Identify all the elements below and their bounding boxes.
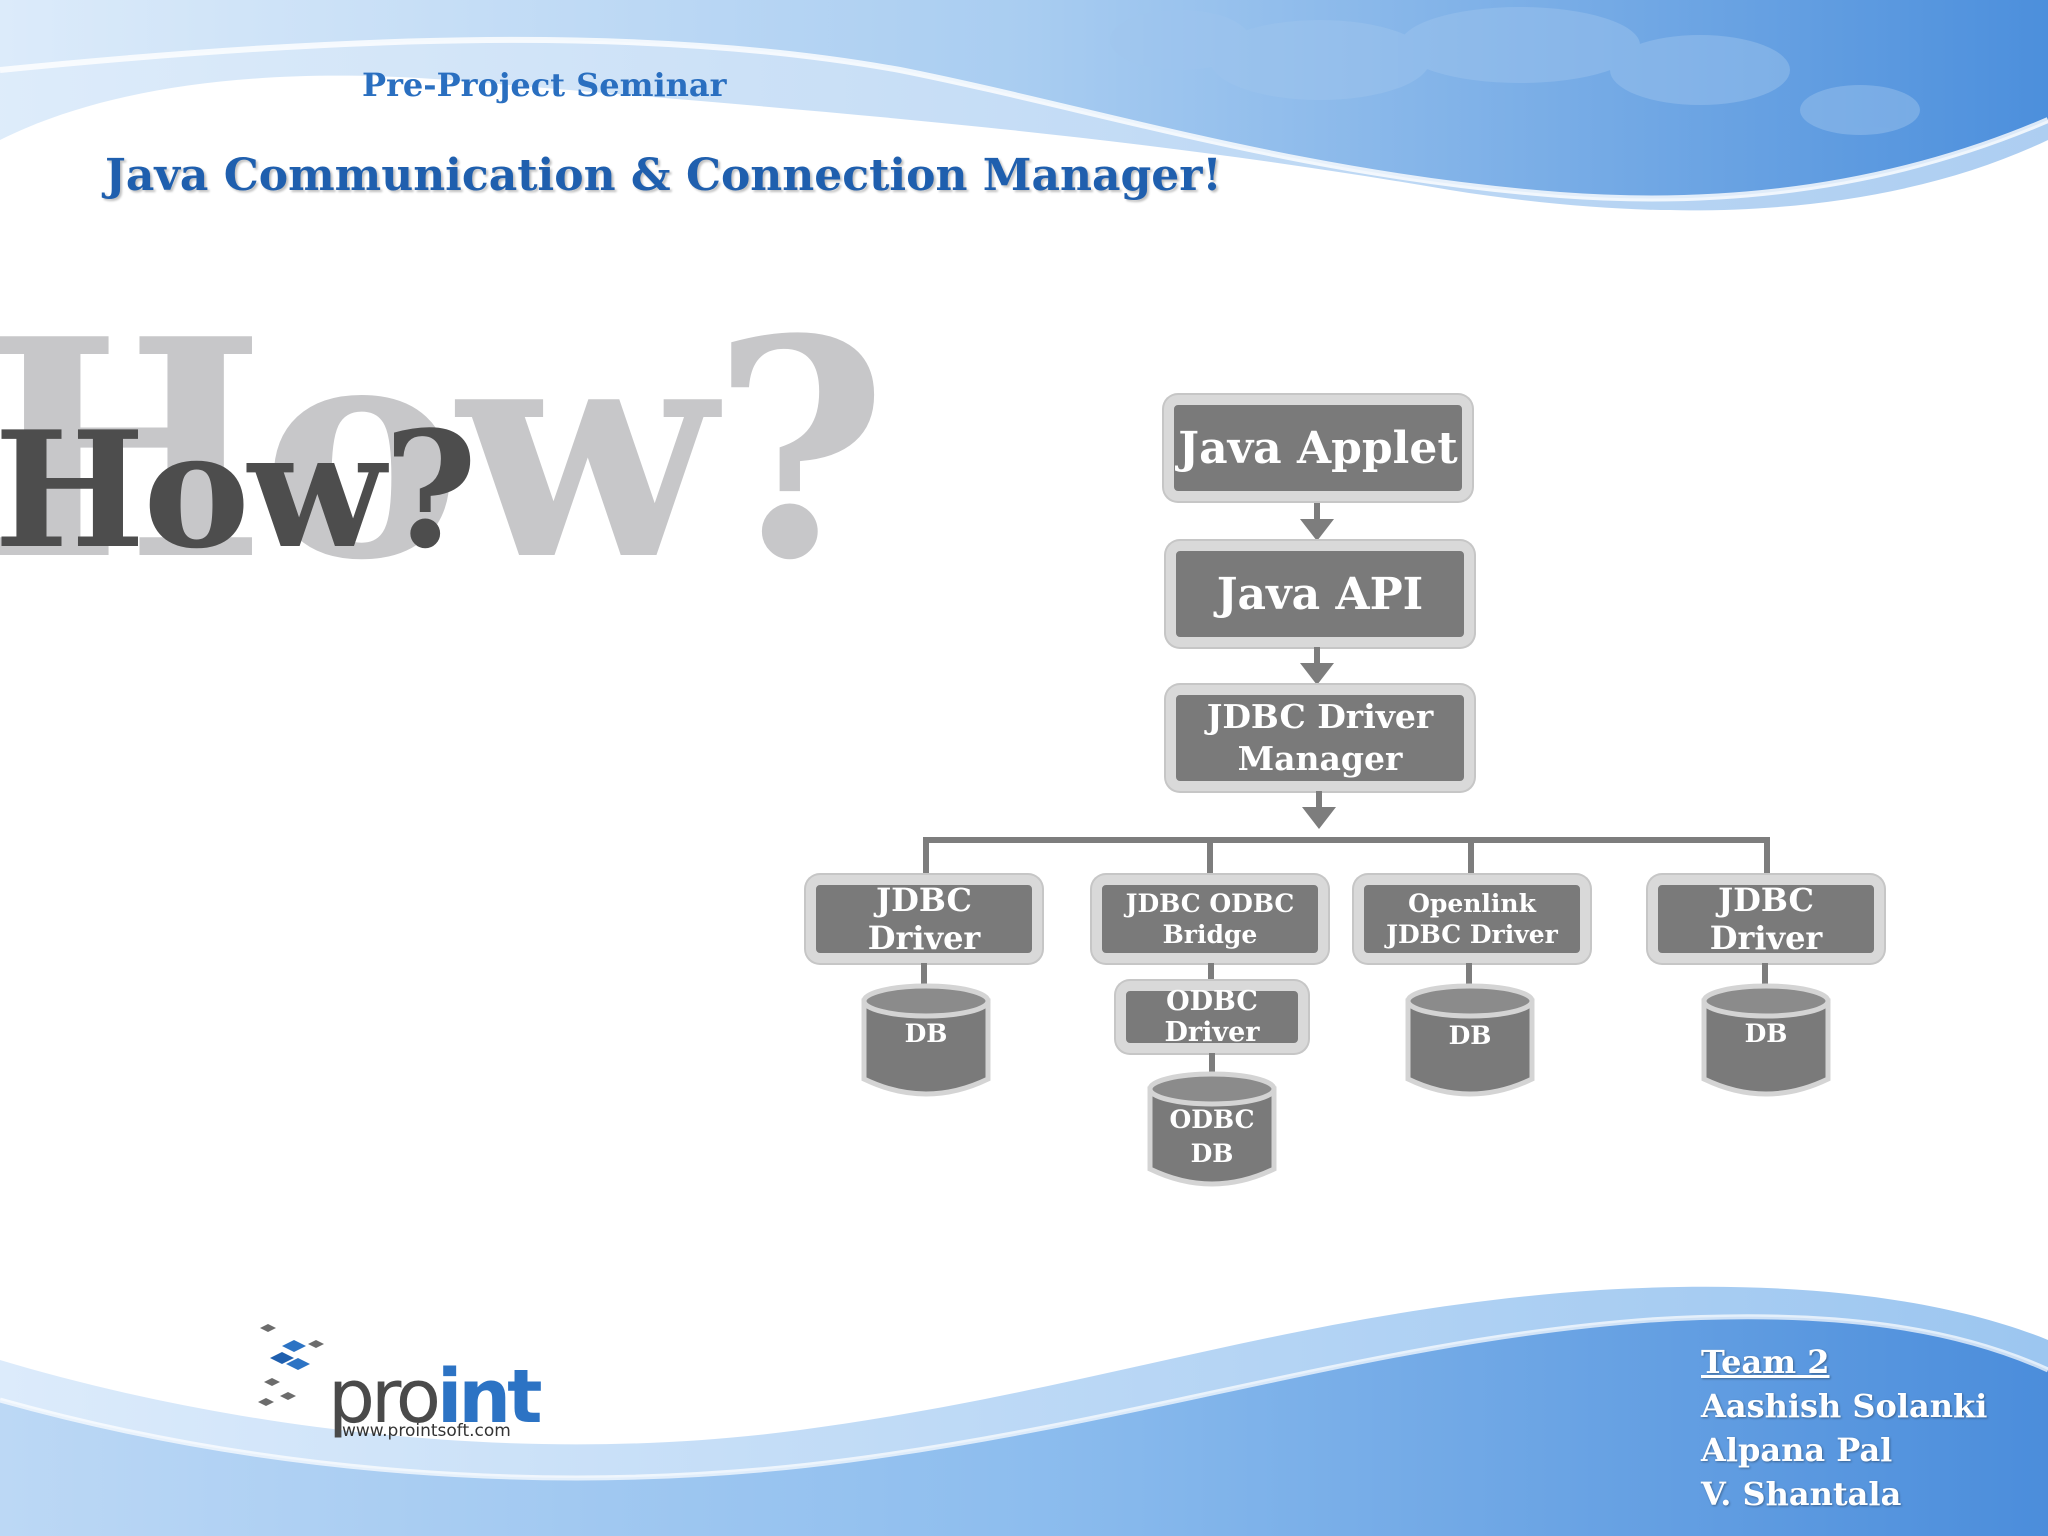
connector-odbc-db [1209, 1053, 1215, 1075]
team-heading: Team 2 [1701, 1343, 1830, 1381]
connector-driver1-db [921, 963, 927, 989]
odbc-db-label-line1: ODBC [1169, 1105, 1255, 1134]
how-heading: How? [0, 396, 477, 584]
team-info: Team 2 Aashish Solanki Alpana Pal V. Sha… [1701, 1340, 1987, 1516]
driver-manager-label-line2: Manager [1237, 739, 1403, 778]
logo-pro-text: pro [328, 1354, 441, 1440]
driver-label-line2: Bridge [1162, 920, 1258, 949]
odbc-driver-box: ODBC Driver [1116, 981, 1308, 1053]
database-icon [1147, 1071, 1277, 1187]
database-icon [1405, 983, 1535, 1097]
bus-drop-2 [1207, 837, 1213, 873]
database-cylinder-2: DB [1404, 983, 1536, 1103]
jdbc-driver-box-1: JDBC Driver [806, 875, 1042, 963]
proint-logo: proint www.prointsoft.com [258, 1318, 542, 1448]
how-watermark: How? [0, 273, 888, 626]
db-label: DB [1744, 1019, 1788, 1048]
bus-drop-4 [1764, 837, 1770, 873]
team-member: Aashish Solanki [1701, 1387, 1988, 1425]
connector-api-manager [1314, 647, 1320, 665]
logo-int-text: int [437, 1354, 542, 1440]
slide-title: Java Communication & Connection Manager! [105, 150, 1222, 201]
odbc-database-cylinder: ODBC DB [1146, 1071, 1278, 1193]
bus-drop-1 [923, 837, 929, 873]
connector-manager-bus [1316, 791, 1322, 809]
jdbc-odbc-bridge-box: JDBC ODBC Bridge [1092, 875, 1328, 963]
openlink-jdbc-driver-box: Openlink JDBC Driver [1354, 875, 1590, 963]
database-icon [1701, 983, 1831, 1097]
team-member: V. Shantala [1701, 1475, 1902, 1513]
logo-url: www.prointsoft.com [342, 1421, 511, 1441]
driver-label: JDBC Driver [867, 881, 981, 957]
arrow-down-icon [1302, 807, 1336, 829]
logo-mark-icon [258, 1324, 324, 1406]
jdbc-driver-box-4: JDBC Driver [1648, 875, 1884, 963]
connector-applet-api [1314, 503, 1320, 521]
driver-label-line1: Openlink [1408, 889, 1536, 918]
logo-wordmark: proint [328, 1360, 542, 1434]
java-api-label: Java API [1216, 568, 1424, 620]
connector-openlink-db [1466, 963, 1472, 989]
java-api-box: Java API [1166, 541, 1474, 647]
driver-label: JDBC Driver [1709, 881, 1823, 957]
java-applet-box: Java Applet [1164, 395, 1472, 501]
db-label: DB [1448, 1021, 1492, 1050]
db-label: DB [904, 1019, 948, 1048]
jdbc-driver-manager-box: JDBC Driver Manager [1166, 685, 1474, 791]
arrow-down-icon [1300, 519, 1334, 541]
bus-drop-3 [1468, 837, 1474, 873]
database-cylinder-1: DB [860, 983, 992, 1103]
pre-title: Pre-Project Seminar [362, 66, 727, 104]
database-cylinder-3: DB [1700, 983, 1832, 1103]
team-member: Alpana Pal [1701, 1431, 1893, 1469]
database-icon [861, 983, 991, 1097]
driver-label-line1: JDBC ODBC [1125, 889, 1295, 918]
arrow-down-icon [1300, 663, 1334, 685]
odbc-driver-label: ODBC Driver [1164, 986, 1260, 1048]
connector-driver4-db [1762, 963, 1768, 989]
driver-bus-line [923, 837, 1770, 843]
driver-label-line2: JDBC Driver [1386, 920, 1558, 949]
driver-manager-label-line1: JDBC Driver [1206, 697, 1434, 736]
java-applet-label: Java Applet [1178, 422, 1458, 474]
connector-bridge-odbc [1208, 963, 1214, 991]
odbc-db-label-line2: DB [1190, 1139, 1234, 1168]
